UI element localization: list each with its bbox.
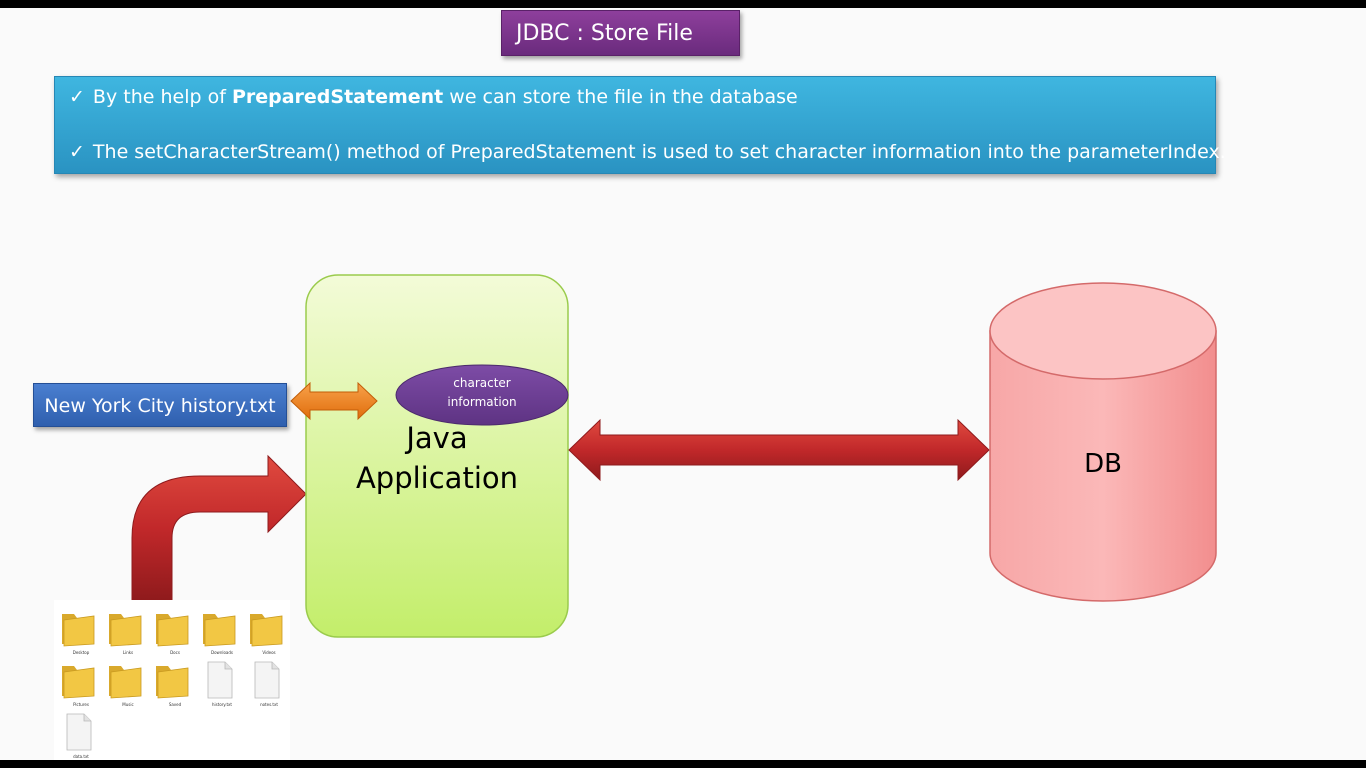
explorer-item-caption: Docs	[170, 650, 180, 655]
bullet-prepared-statement: ✓ By the help of PreparedStatement we can…	[69, 86, 798, 108]
folder-item: Downloads	[199, 606, 245, 656]
db-label: DB	[1084, 449, 1122, 479]
folder-icon	[156, 614, 189, 647]
file-icon	[254, 661, 280, 699]
folder-icon	[62, 666, 95, 699]
folder-item: Docs	[152, 606, 198, 656]
explorer-item-caption: Music	[122, 702, 134, 707]
check-icon: ✓	[69, 86, 85, 108]
folder-icon	[62, 614, 95, 647]
folder-icon	[156, 666, 189, 699]
java-line-2: Application	[355, 461, 519, 495]
bullet-1-suffix: we can store the file in the database	[443, 86, 798, 108]
explorer-item-caption: notes.txt	[260, 702, 278, 707]
file-icon	[207, 661, 233, 699]
slide-title: JDBC : Store File	[501, 10, 740, 56]
file-item: data.txt	[58, 710, 104, 760]
explorer-item-caption: Pictures	[73, 702, 89, 707]
db-cylinder	[989, 282, 1217, 602]
oval-line-2: information	[447, 395, 517, 409]
folder-icon	[203, 614, 236, 647]
java-application-label: Java Application	[306, 418, 568, 498]
explorer-item-caption: history.txt	[212, 702, 232, 707]
file-item: history.txt	[199, 658, 245, 708]
info-box: ✓ By the help of PreparedStatement we can…	[54, 76, 1226, 174]
file-name-label: New York City history.txt	[33, 383, 287, 427]
red-curved-arrow	[131, 454, 307, 603]
character-information-oval	[395, 364, 569, 426]
oval-line-1: character	[453, 376, 511, 390]
folder-icon	[109, 666, 142, 699]
folder-icon	[109, 614, 142, 647]
folder-icon	[250, 614, 283, 647]
folder-item: Desktop	[58, 606, 104, 656]
file-item: notes.txt	[246, 658, 292, 708]
folder-item: Saved	[152, 658, 198, 708]
diagram-canvas	[131, 274, 1217, 638]
bullet-set-character-stream: ✓ The setCharacterStream() method of Prep…	[69, 141, 1226, 163]
file-name-text: New York City history.txt	[44, 395, 276, 417]
explorer-item-caption: Desktop	[72, 650, 90, 655]
folder-item: Pictures	[58, 658, 104, 708]
folder-item: Videos	[246, 606, 292, 656]
orange-double-arrow	[290, 381, 378, 421]
java-line-1: Java	[406, 421, 468, 455]
explorer-item-caption: Saved	[168, 702, 182, 707]
explorer-item-caption: data.txt	[73, 754, 89, 759]
slide: JDBC : Store File ✓ By the help of Prepar…	[0, 8, 1366, 760]
explorer-item-caption: Downloads	[211, 650, 233, 655]
explorer-item-caption: Links	[122, 650, 134, 655]
red-double-arrow	[568, 418, 990, 482]
folder-item: Links	[105, 606, 151, 656]
explorer-item-caption: Videos	[262, 650, 276, 655]
bullet-2-text: The setCharacterStream() method of Prepa…	[92, 141, 1226, 163]
bullet-1-prefix: By the help of	[92, 86, 232, 108]
folder-item: Music	[105, 658, 151, 708]
check-icon: ✓	[69, 141, 85, 163]
character-information-label: character information	[396, 374, 568, 412]
file-icon	[66, 713, 92, 751]
slide-title-text: JDBC : Store File	[516, 21, 693, 46]
bullet-1-bold: PreparedStatement	[231, 86, 444, 108]
